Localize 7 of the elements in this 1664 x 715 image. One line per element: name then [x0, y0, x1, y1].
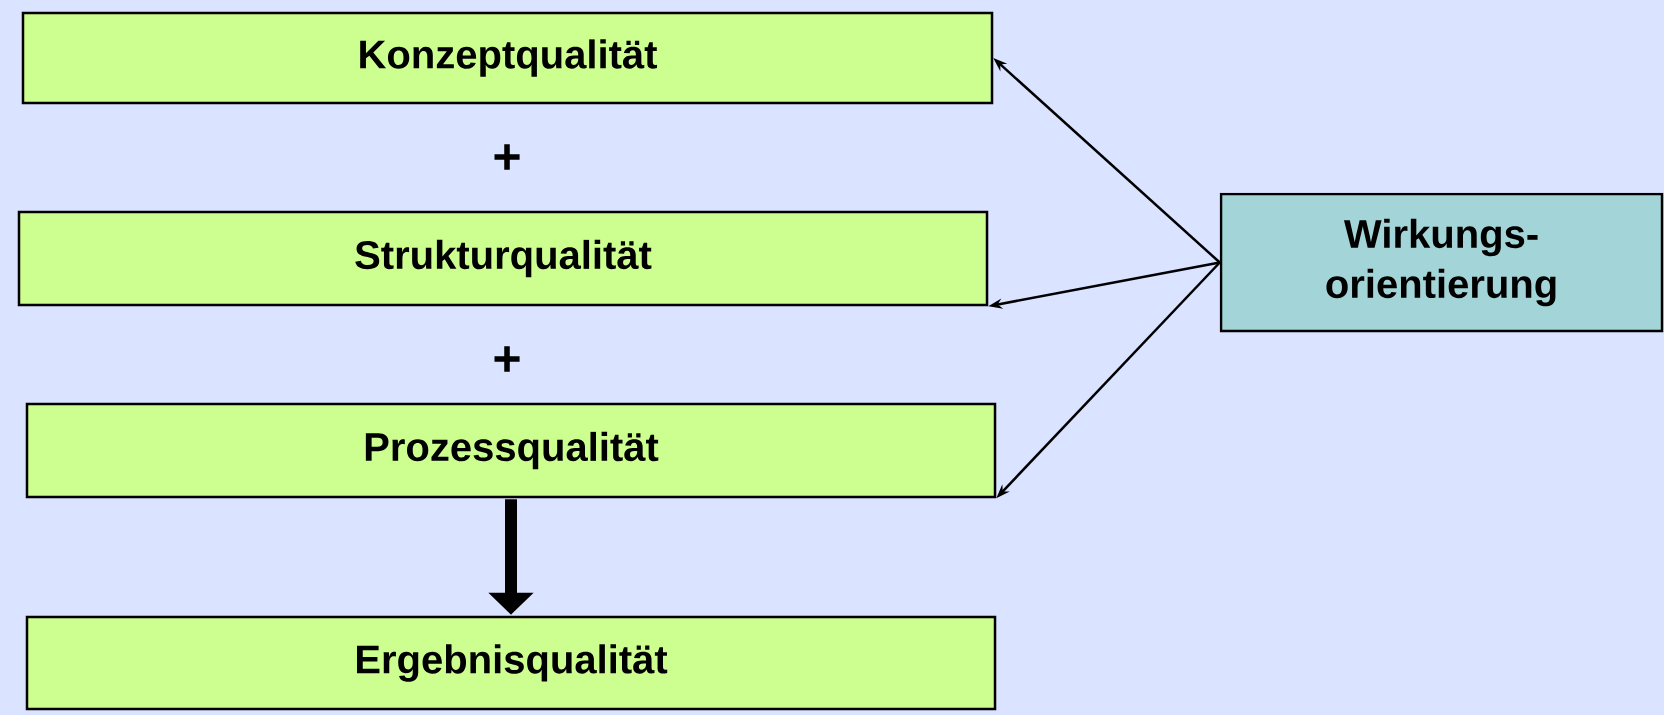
plus-sign: +: [494, 144, 520, 170]
orientation-box: Wirkungs- orientierung: [1219, 192, 1664, 333]
quality-box: Prozessqualität: [25, 402, 997, 499]
plus-sign: +: [494, 346, 520, 372]
quality-box: Konzeptqualität: [21, 11, 994, 105]
quality-box: Strukturqualität: [17, 210, 989, 307]
quality-box: Ergebnisqualität: [25, 615, 997, 711]
